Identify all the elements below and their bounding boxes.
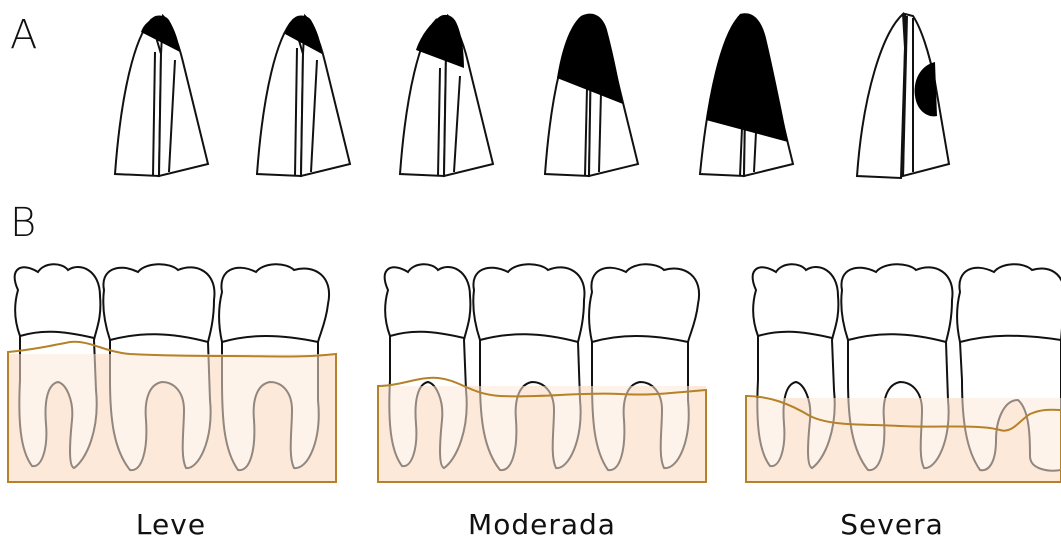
caption-leve: Leve <box>51 508 291 541</box>
incisor-4 <box>545 14 638 176</box>
incisor-3 <box>400 15 493 176</box>
incisor-6 <box>857 14 949 178</box>
molar-group-leve <box>8 264 336 482</box>
molar-group-moderada <box>378 264 706 482</box>
incisor-1 <box>115 16 208 177</box>
caption-severa: Severa <box>772 508 1012 541</box>
incisor-5-wear <box>706 13 788 142</box>
caption-moderada: Moderada <box>422 508 662 541</box>
molar-group-severa <box>746 264 1061 482</box>
incisor-5 <box>700 13 793 176</box>
incisor-2 <box>257 16 350 177</box>
